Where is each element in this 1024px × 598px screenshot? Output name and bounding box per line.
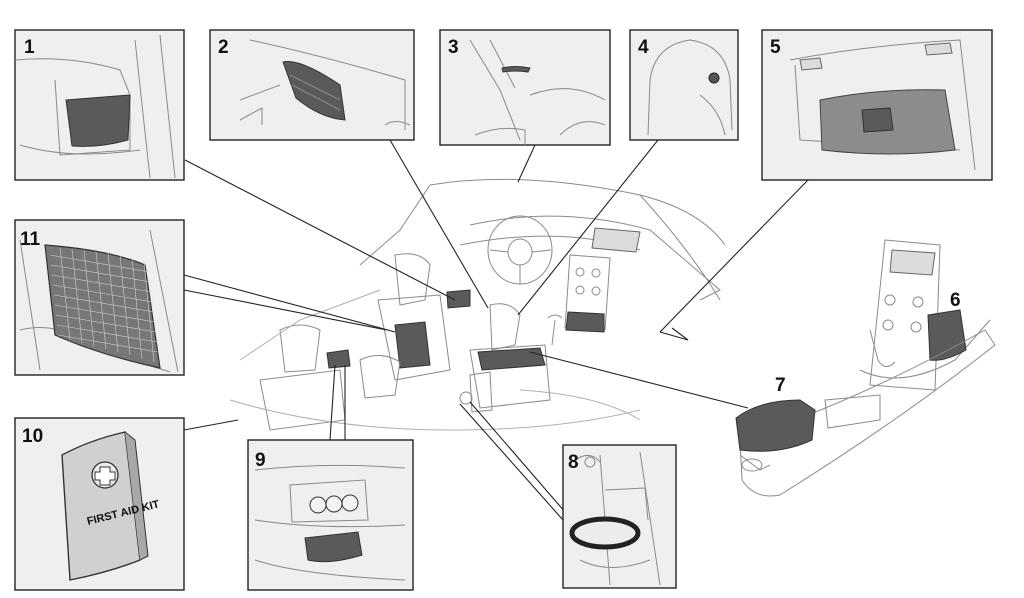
callout-label-9: 9 — [255, 450, 266, 471]
callout-label-3: 3 — [448, 37, 459, 58]
leader-lines — [183, 139, 809, 521]
callout-label-10: 10 — [22, 426, 43, 447]
callout-label-2: 2 — [218, 37, 229, 58]
callout-panel-10: FIRST AID KIT 10 — [14, 417, 185, 591]
cup-holder-ring — [569, 516, 641, 550]
callout-label-6: 6 — [950, 290, 961, 311]
callout-label-4: 4 — [638, 37, 649, 58]
callout-panel-3: 3 — [439, 29, 611, 146]
callout-panel-8: 8 — [562, 444, 677, 589]
callout-label-8: 8 — [568, 452, 579, 473]
callout-panel-2: 2 — [209, 29, 415, 141]
callout-label-7: 7 — [775, 375, 786, 396]
seat-pocket-shape — [304, 531, 363, 563]
sun-visor-pocket-shape — [282, 60, 346, 121]
car-interior-drawing — [229, 178, 726, 431]
callout-label-11: 11 — [20, 229, 41, 250]
callout-panel-9: 9 — [247, 439, 414, 591]
armrest-lid-7 — [735, 399, 816, 452]
callout-label-5: 5 — [770, 37, 781, 58]
center-console-illustration — [735, 239, 996, 497]
callout-panel-5: 5 — [761, 29, 993, 181]
callout-panel-4: 4 — [629, 29, 739, 141]
callout-panel-11: 11 — [14, 219, 185, 376]
cross-icon — [94, 466, 116, 486]
first-aid-kit-bag: FIRST AID KIT — [61, 431, 161, 581]
callout-label-1: 1 — [24, 37, 35, 58]
door-pocket-shape — [65, 94, 131, 147]
callout-panel-1: 1 — [14, 29, 185, 181]
console-compartment-6 — [927, 309, 967, 361]
storage-net — [44, 244, 161, 369]
